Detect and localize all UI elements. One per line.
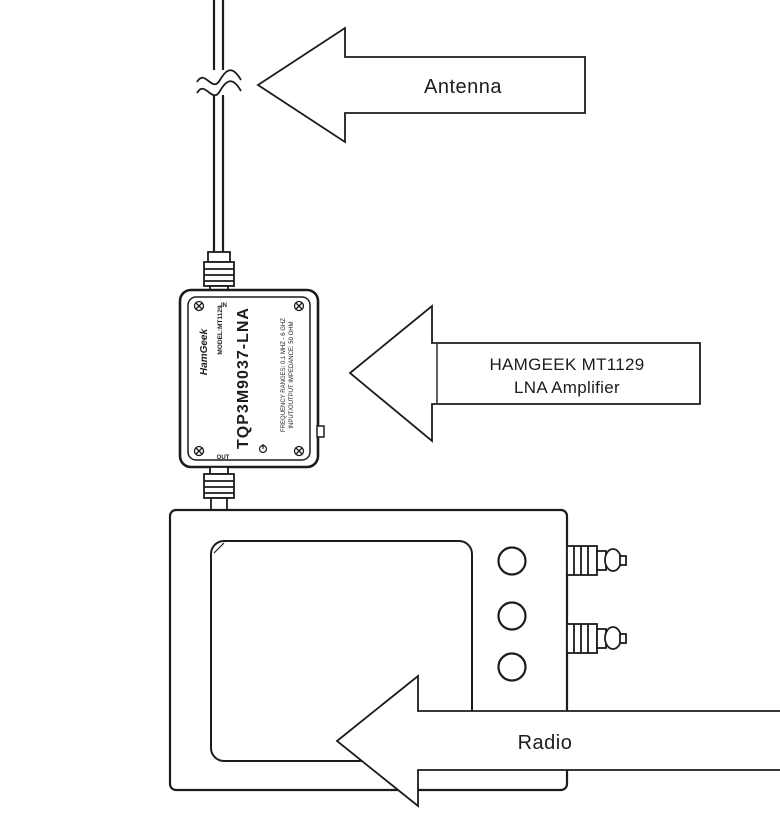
lna-port-out-label: OUT — [217, 455, 230, 461]
screw-icon — [193, 445, 205, 457]
radio-callout: Radio — [335, 674, 780, 808]
connector-nut — [203, 261, 235, 287]
connector-nut — [203, 473, 235, 499]
lna-label-line1: HAMGEEK MT1129 — [489, 355, 644, 374]
radio-label: Radio — [518, 732, 573, 754]
connector-flange — [207, 251, 231, 263]
radio-connector-bottom — [566, 623, 627, 654]
antenna-callout: Antenna — [256, 26, 586, 144]
lna-part-number: TQP3M9037-LNA — [235, 307, 252, 449]
radio-knob — [497, 652, 527, 682]
lna-label-line2: LNA Amplifier — [514, 378, 620, 397]
connector-neck — [209, 466, 229, 475]
lna-module: IN OUT HamGeek MODEL:MT1129 TQP3M9037-LN… — [178, 288, 325, 469]
lna-side-tab — [316, 425, 325, 438]
lna-connector-bottom — [203, 466, 235, 512]
radio-connector-top — [566, 545, 627, 576]
lna-faceplate — [187, 296, 311, 461]
radio-knob — [497, 546, 527, 576]
radio-knob — [497, 601, 527, 631]
lna-spec-impedance: INPUT/OUTPUT IMPEDANCE: 50 OHM — [289, 321, 295, 428]
screw-icon — [193, 300, 205, 312]
lna-model-label: MODEL:MT1129 — [217, 305, 224, 355]
screw-icon — [293, 445, 305, 457]
lna-port-in-label: IN — [221, 303, 227, 309]
antenna-label: Antenna — [424, 76, 502, 98]
lna-brand-logo: HamGeek — [199, 328, 210, 375]
power-symbol-icon — [258, 444, 268, 454]
cable-break-wave-top — [196, 69, 242, 86]
cable-break-wave-bottom — [196, 80, 242, 97]
antenna-cable — [196, 0, 242, 254]
antenna-arrow — [256, 26, 586, 144]
screen-corner-mark — [213, 542, 225, 554]
screw-icon — [293, 300, 305, 312]
antenna-connector-top — [203, 251, 235, 293]
lna-arrow — [348, 304, 701, 443]
lna-callout: HAMGEEK MT1129 LNA Amplifier — [348, 304, 701, 443]
lna-spec-frequency: FREQUENCY RANGES: 0.1 MHZ - 6 GHZ — [281, 318, 287, 432]
radio-arrow — [335, 674, 780, 808]
